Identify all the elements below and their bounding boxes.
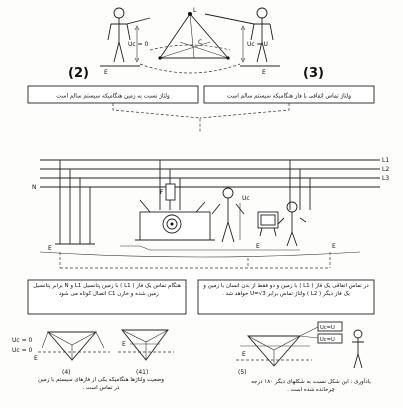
d41-e: E: [122, 341, 126, 348]
top-network: [139, 12, 241, 74]
note-left-box: [27, 279, 187, 315]
line-label-l1: L1: [382, 157, 389, 164]
d41-label: (41): [136, 369, 148, 376]
diagram-41: [118, 329, 174, 361]
line-label-n: N: [32, 184, 37, 191]
caption-right: یادآوری : این شکل نسبت به شکلهای دیگر ۱۸…: [251, 379, 371, 393]
d5-label: (5): [238, 369, 247, 376]
node-L-label: L: [193, 7, 197, 14]
fuse-box: [165, 183, 176, 201]
uc-right-label: Uc = U: [247, 41, 268, 48]
d4-uc1: Uc = 0: [12, 337, 33, 344]
note-right-box: [197, 279, 375, 315]
motor-machine: [135, 199, 215, 241]
d5-uc2: Uc=U: [320, 337, 335, 343]
d4-label: (4): [62, 369, 71, 376]
label-3: (3): [303, 66, 324, 81]
ground-e-left-label: E: [104, 69, 108, 76]
d4-uc2: Uc = 0: [12, 347, 33, 354]
person-bottom-right: [352, 329, 364, 369]
ground-e-right-label: E: [262, 69, 266, 76]
box-left-top-text: ولتاژ نسبت به زمین هنگامیکه سیستم سالم ا…: [56, 92, 170, 100]
d5-uc1: Uc=U: [320, 325, 335, 331]
caption-left: وضعیت ولتاژها هنگامیکه یکی از فازهای سیس…: [37, 377, 165, 391]
node-c-label: C: [198, 39, 202, 46]
line-label-l2: L2: [382, 166, 389, 173]
power-lines: [40, 159, 380, 188]
note-right-text: در تماس اتفاقی یک فاز ( L1 ) با زمین و د…: [203, 283, 369, 297]
person-middle: [211, 187, 245, 243]
box-right-top-text: ولتاژ تماس اتفاقی با فاز هنگامیکه سیستم …: [227, 92, 351, 100]
line-label-l3: L3: [382, 175, 389, 182]
note-left-text: هنگام تماس یک فاز ( L1 ) با زمین پتانسیل…: [33, 283, 181, 297]
ground-mid-left: E: [48, 245, 52, 252]
diagram-4: [38, 331, 110, 361]
diagram-5: [236, 321, 343, 367]
uc-left-label: Uc = 0: [128, 41, 149, 48]
uc-mid-label: Uc: [242, 195, 250, 202]
d4-e: E: [34, 355, 38, 362]
ground-mid-right: E: [332, 243, 336, 250]
person-left-top: [107, 7, 131, 63]
d5-e: E: [242, 351, 246, 358]
label-2: (2): [68, 66, 89, 81]
fuse-label: F: [160, 189, 164, 196]
ground-mid-center: E: [256, 243, 260, 250]
person-right-middle: [275, 201, 307, 247]
television: [257, 211, 279, 237]
person-right-top: [250, 7, 274, 63]
